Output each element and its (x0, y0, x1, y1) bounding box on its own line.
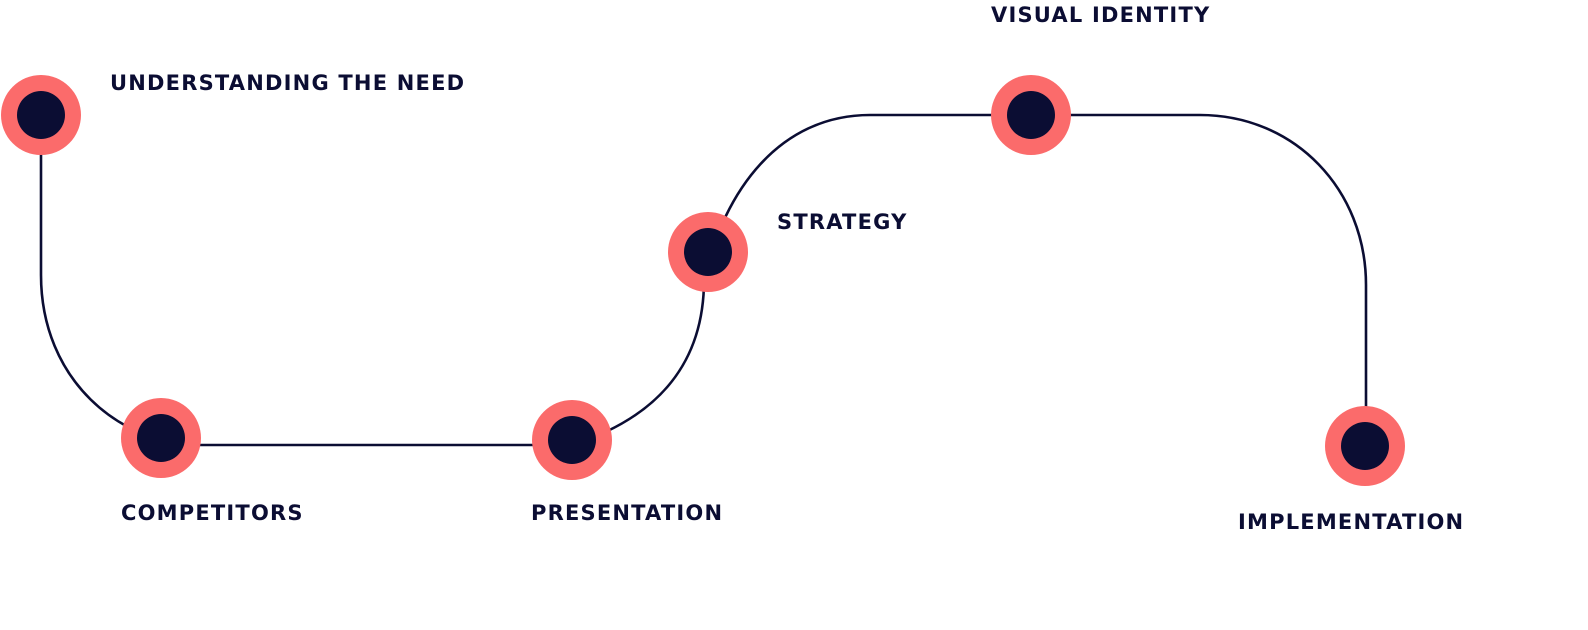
step-label: PRESENTATION (531, 501, 723, 525)
step-marker-dot (137, 414, 185, 462)
step-presentation: PRESENTATION (531, 400, 723, 525)
step-label: STRATEGY (777, 210, 908, 234)
step-competitors: COMPETITORS (121, 398, 304, 525)
step-label: COMPETITORS (121, 501, 304, 525)
step-label: IMPLEMENTATION (1238, 510, 1464, 534)
step-marker-dot (1341, 422, 1389, 470)
step-marker-dot (1007, 91, 1055, 139)
step-strategy: STRATEGY (668, 210, 908, 292)
step-label: VISUAL IDENTITY (991, 3, 1210, 27)
step-implementation: IMPLEMENTATION (1238, 406, 1464, 534)
step-understanding-the-need: UNDERSTANDING THE NEED (1, 71, 465, 155)
step-marker-dot (548, 416, 596, 464)
step-marker-dot (684, 228, 732, 276)
step-label: UNDERSTANDING THE NEED (110, 71, 465, 95)
step-marker-dot (17, 91, 65, 139)
step-visual-identity: VISUAL IDENTITY (991, 3, 1210, 155)
